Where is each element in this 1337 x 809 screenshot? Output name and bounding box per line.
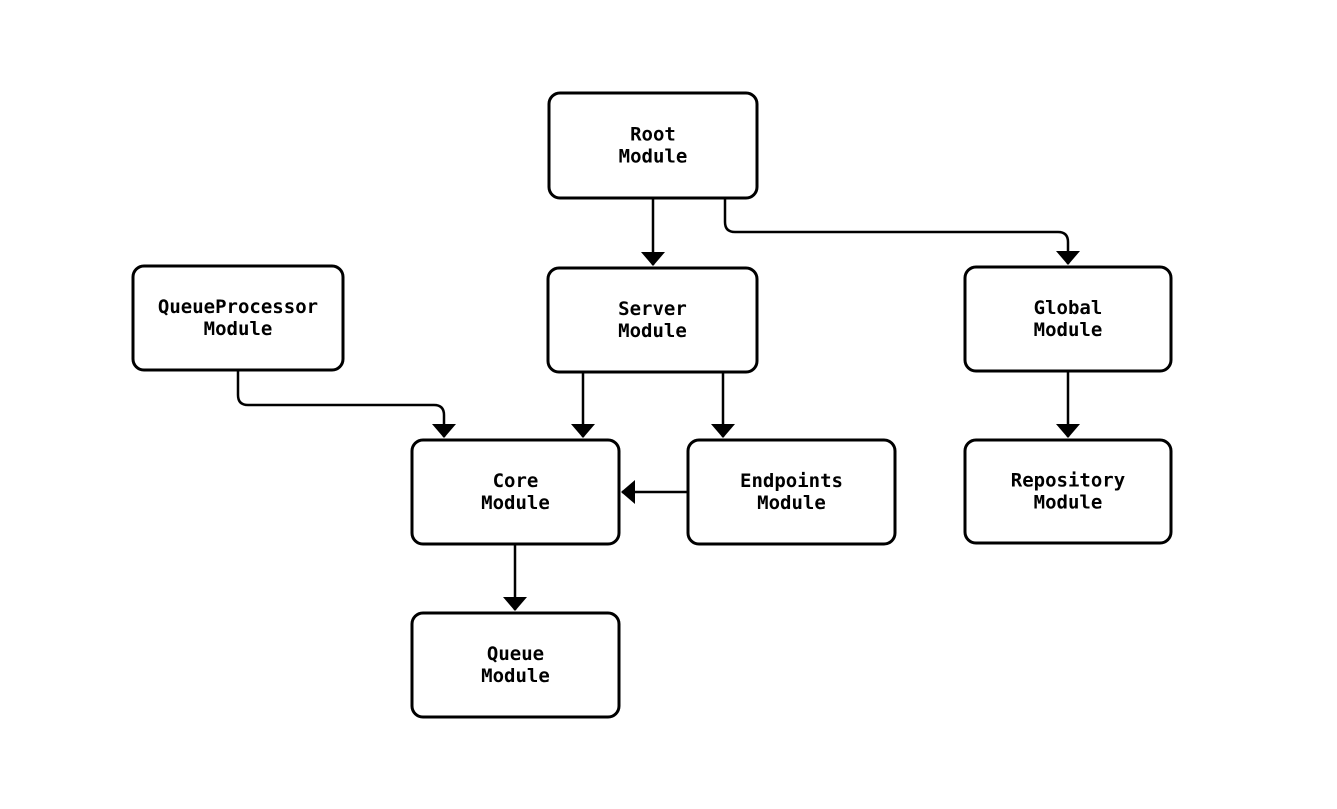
node-box bbox=[963, 438, 1173, 545]
node-label-line: Module bbox=[619, 146, 688, 168]
node-label-line: Endpoints bbox=[740, 470, 843, 492]
node-label-line: Module bbox=[481, 665, 550, 687]
node-box bbox=[963, 265, 1173, 373]
node-label-line: Module bbox=[1034, 492, 1103, 514]
node-label-line: Server bbox=[618, 298, 687, 320]
node-label-line: QueueProcessor bbox=[158, 296, 318, 318]
node-label-line: Module bbox=[618, 320, 687, 342]
node-box bbox=[131, 264, 345, 372]
node-label-line: Queue bbox=[487, 643, 544, 665]
node-label-line: Module bbox=[204, 318, 273, 340]
node-box bbox=[546, 266, 759, 374]
node-label-line: Module bbox=[757, 492, 826, 514]
edge-queueprocessor-module-to-core-module bbox=[236, 370, 456, 438]
node-label-line: Module bbox=[1034, 319, 1103, 341]
node-label-line: Global bbox=[1034, 297, 1103, 319]
node-label-line: Module bbox=[481, 492, 550, 514]
node-label-line: Root bbox=[630, 124, 676, 146]
edge-root-module-to-global-module bbox=[723, 198, 1080, 265]
node-label-line: Repository bbox=[1011, 470, 1125, 492]
node-label-line: Core bbox=[493, 470, 539, 492]
node-box bbox=[410, 611, 621, 719]
node-box bbox=[547, 91, 759, 200]
node-box bbox=[410, 438, 621, 546]
node-box bbox=[686, 438, 897, 546]
